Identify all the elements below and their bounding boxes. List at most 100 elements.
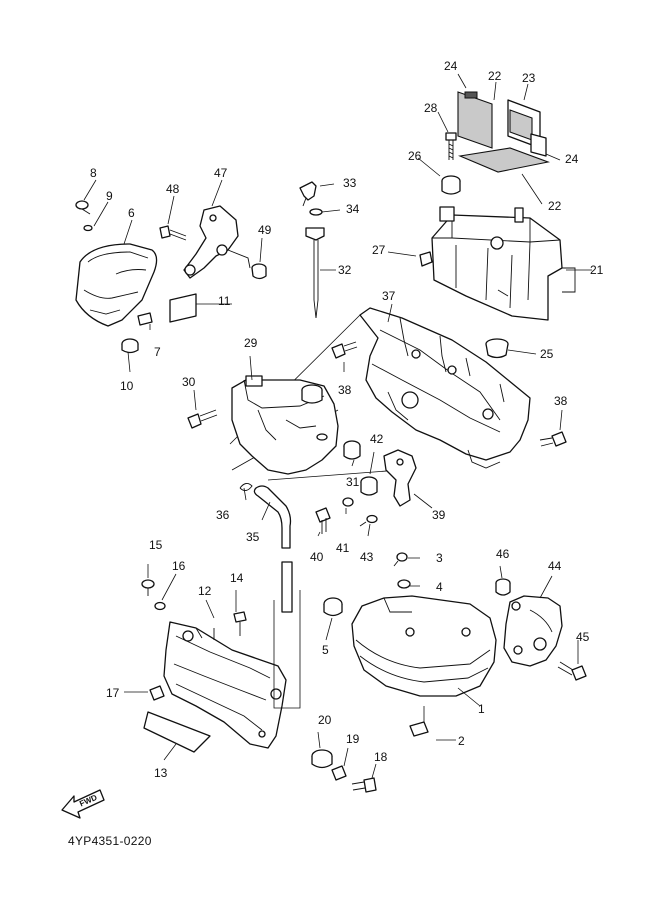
screw-3: [393, 552, 408, 567]
diagram-code: 4YP4351-0220: [68, 834, 152, 848]
collar-19: [331, 765, 347, 781]
bracket-44: [503, 595, 563, 667]
screw-14: [233, 611, 247, 636]
washer-16: [154, 601, 166, 611]
screw-43: [359, 514, 378, 527]
bolt-38-left: [331, 341, 358, 359]
grommet-26: [441, 175, 461, 195]
emblem-2: [409, 721, 429, 737]
callout-32: 32: [338, 263, 352, 277]
damper-pad-lower: [530, 133, 547, 157]
callout-36: 36: [216, 508, 230, 522]
callout-24b: 24: [565, 152, 579, 166]
callout-38b: 38: [554, 394, 568, 408]
callout-48: 48: [166, 182, 180, 196]
battery-box-group: [419, 91, 576, 359]
callout-43: 43: [360, 550, 374, 564]
callout-49: 49: [258, 223, 272, 237]
bracket-39: [383, 449, 417, 507]
hose-35: [253, 485, 293, 613]
callout-23: 23: [522, 71, 536, 85]
battery-band-lower: [458, 147, 551, 173]
callout-9: 9: [106, 189, 113, 203]
callout-7: 7: [154, 345, 161, 359]
callout-21: 21: [590, 263, 604, 277]
screw-15: [141, 579, 155, 596]
callout-40: 40: [310, 550, 324, 564]
callout-47: 47: [214, 166, 228, 180]
callout-30: 30: [182, 375, 196, 389]
side-cover-12: [163, 621, 287, 749]
leader-lines: [83, 73, 592, 779]
callout-27: 27: [372, 243, 386, 257]
callout-16: 16: [172, 559, 186, 573]
callout-25: 25: [540, 347, 554, 361]
damper-25: [485, 338, 509, 359]
grommet-31: [343, 440, 361, 460]
side-cover-1: [351, 595, 497, 697]
emblem-7: [137, 312, 153, 326]
callout-45: 45: [576, 630, 590, 644]
oil-tank-29: [231, 375, 339, 475]
grommet-20: [311, 749, 333, 769]
callout-1: 1: [478, 702, 485, 716]
callout-10: 10: [120, 379, 134, 393]
callout-41: 41: [336, 541, 350, 555]
clip-34: [309, 208, 323, 216]
callout-17: 17: [106, 686, 120, 700]
callout-24a: 24: [444, 59, 458, 73]
callout-35: 35: [246, 530, 260, 544]
callout-8: 8: [90, 166, 97, 180]
callout-4: 4: [436, 580, 443, 594]
hose-33: [299, 181, 317, 207]
callout-33: 33: [343, 176, 357, 190]
bolt-48: [159, 225, 187, 241]
nut-27: [419, 251, 433, 267]
callout-22b: 22: [548, 199, 562, 213]
callout-11: 11: [218, 294, 231, 308]
bolt-30: [187, 409, 218, 429]
grommet-46: [495, 578, 511, 596]
callout-6: 6: [128, 206, 135, 220]
bolt-40: [315, 507, 331, 534]
washer-41: [342, 497, 354, 507]
callout-26: 26: [408, 149, 422, 163]
bolt-45: [557, 661, 587, 681]
callout-22a: 22: [488, 69, 502, 83]
label-11: [169, 293, 197, 323]
callout-46: 46: [496, 547, 510, 561]
frame-37: [359, 307, 531, 469]
clip-36: [239, 483, 253, 491]
callout-14: 14: [230, 571, 244, 585]
damper-pad-upper: [464, 91, 478, 99]
callout-44: 44: [548, 559, 562, 573]
callout-39: 39: [432, 508, 446, 522]
callout-2: 2: [458, 734, 465, 748]
callout-42: 42: [370, 432, 384, 446]
callout-31: 31: [346, 475, 360, 489]
dipstick-32: [305, 227, 325, 319]
emblem-17: [149, 685, 165, 701]
washer-4: [397, 579, 411, 589]
side-cover-left-group: [75, 200, 197, 354]
battery-box: [431, 206, 576, 321]
callout-12: 12: [198, 584, 212, 598]
grommet-42: [360, 476, 378, 496]
callout-29: 29: [244, 336, 258, 350]
bolt-28: [445, 132, 457, 160]
callout-20: 20: [318, 713, 332, 727]
callout-13: 13: [154, 766, 168, 780]
cover-6: [75, 243, 158, 327]
forward-arrow-icon: FWD: [61, 789, 105, 819]
grommet-49: [251, 263, 267, 280]
callout-34: 34: [346, 202, 360, 216]
bracket-47: [183, 205, 251, 279]
callout-37: 37: [382, 289, 396, 303]
callout-3: 3: [436, 551, 443, 565]
bolt-18: [351, 777, 377, 793]
washer-9: [83, 224, 93, 232]
battery-band-upper: [457, 91, 493, 149]
callout-18: 18: [374, 750, 388, 764]
screw-8: [75, 200, 91, 215]
